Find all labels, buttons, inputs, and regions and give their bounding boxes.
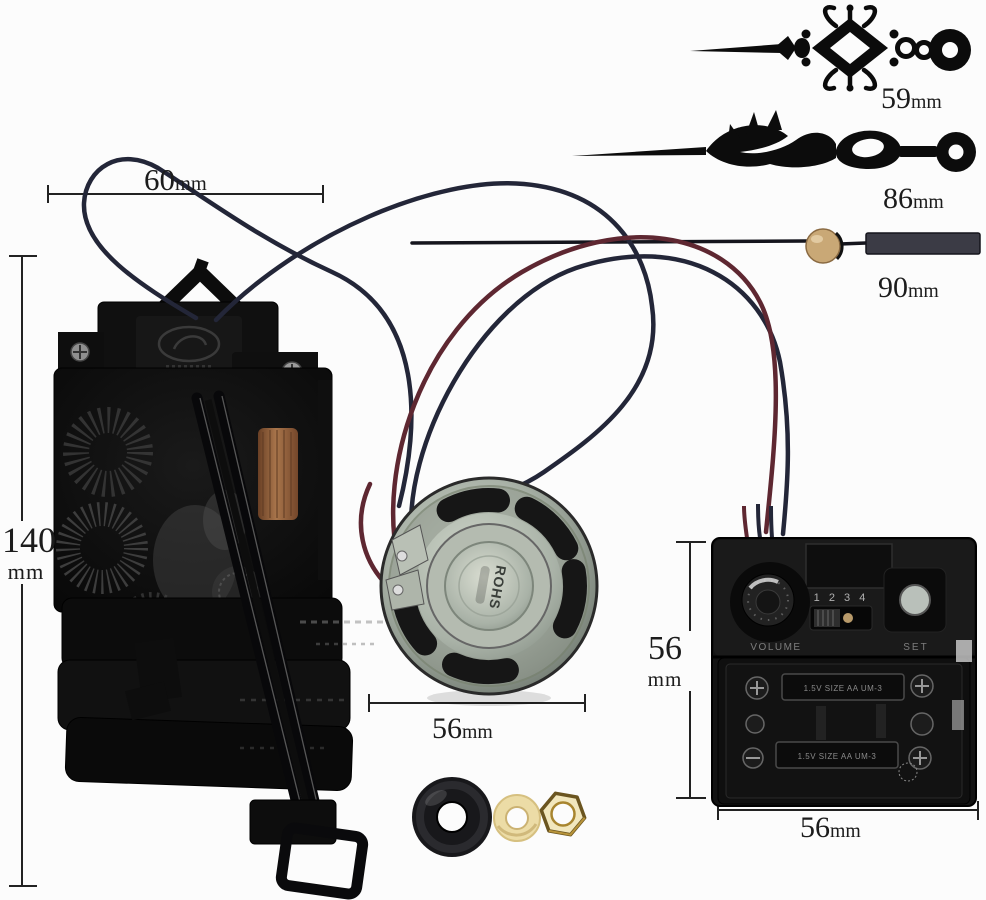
gear-starburst — [56, 502, 148, 594]
speaker-diameter-label: 56mm — [432, 712, 493, 745]
movement-width-label: 60mm — [144, 162, 207, 197]
rubber-washer — [412, 777, 492, 857]
speaker-terminal — [391, 524, 429, 576]
connection-wires — [81, 156, 791, 591]
recessed-panel — [805, 543, 893, 589]
brand-emblem — [157, 325, 221, 363]
set-button — [883, 567, 947, 633]
pendulum-rod — [191, 390, 324, 830]
set-label: SET — [903, 642, 928, 653]
speaker-terminal — [385, 569, 425, 611]
wire-dark-blue — [408, 254, 791, 543]
hour-hand-length-label: 59mm — [881, 82, 942, 115]
battery-control-box: 1 2 3 4 VOLUME SET 1.5V SIZE AA UM-3 1.5… — [711, 503, 977, 807]
dimension-lines — [9, 185, 979, 887]
battery-slot — [775, 741, 899, 769]
pendulum-hook — [275, 822, 369, 900]
battery-box-width-label: 56mm — [800, 811, 861, 844]
dim-line-60mm — [47, 185, 324, 203]
second-hand-length-label: 90mm — [878, 271, 939, 304]
minute-hand — [572, 110, 976, 172]
hour-hand — [690, 4, 971, 92]
mode-slider: 1 2 3 4 — [809, 592, 873, 631]
copper-coil — [258, 428, 298, 520]
second-hand-ball — [805, 228, 841, 264]
battery-slot-marking: 1.5V SIZE AA UM-3 — [804, 684, 883, 693]
minute-hand-length-label: 86mm — [883, 182, 944, 215]
wire-dark-red — [390, 235, 779, 563]
battery-slot-marking: 1.5V SIZE AA UM-3 — [798, 752, 877, 761]
mounting-hardware — [412, 777, 587, 857]
slider-marks: 1 2 3 4 — [814, 592, 869, 604]
screws — [742, 674, 934, 770]
cream-washer — [493, 794, 541, 842]
brass-hex-nut — [539, 791, 587, 837]
svg-text:ROHS: ROHS — [486, 564, 509, 611]
wire-dark-blue — [81, 156, 414, 509]
chime-speaker: ROHS — [379, 476, 599, 706]
gear-starburst — [63, 407, 153, 497]
volume-knob — [730, 562, 810, 642]
dim-line-speaker-56mm — [368, 694, 586, 712]
second-hand-counterweight — [865, 232, 981, 255]
battery-compartment: 1.5V SIZE AA UM-3 1.5V SIZE AA UM-3 — [717, 657, 971, 805]
wire-dark-blue — [213, 181, 656, 511]
volume-label: VOLUME — [750, 642, 801, 653]
battery-slot — [781, 673, 905, 701]
clock-movement — [53, 258, 396, 900]
speaker-center-marking: ROHS — [475, 564, 510, 611]
